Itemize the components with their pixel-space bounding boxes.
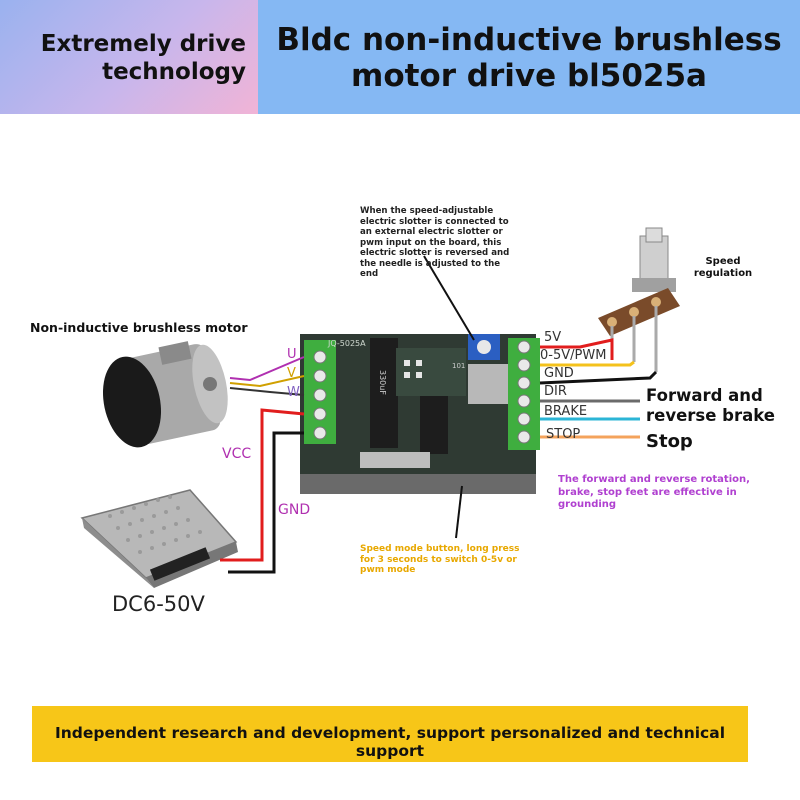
board-silkscreen: JQ-5025A xyxy=(327,339,366,348)
wires xyxy=(220,338,658,574)
motor-label: Non-inductive brushless motor xyxy=(30,320,248,335)
product-title: Bldc non-inductive brushless motor drive… xyxy=(276,22,782,94)
grounding-note: The forward and reverse rotation, brake,… xyxy=(558,474,750,510)
motor-icon xyxy=(102,341,228,448)
stop-label: Stop xyxy=(646,431,693,452)
forward-reverse-label: Forward and reverse brake xyxy=(646,386,775,425)
potentiometer-icon xyxy=(598,227,680,372)
terminal-brake-label: BRAKE xyxy=(544,404,588,419)
terminal-pwm-label: 0-5V/PWM xyxy=(540,348,607,363)
terminal-v-label: V xyxy=(287,366,296,381)
gnd-power-label: GND xyxy=(278,502,311,518)
power-supply-label: DC6-50V xyxy=(112,592,205,616)
pointer-lines xyxy=(423,255,475,539)
header-right-panel: Bldc non-inductive brushless motor drive… xyxy=(258,0,800,114)
terminal-w-label: W xyxy=(287,385,300,400)
driver-board xyxy=(300,334,540,494)
footer-text: Independent research and development, su… xyxy=(54,724,726,760)
footer-banner: Independent research and development, su… xyxy=(32,706,748,762)
potentiometer-note: When the speed-adjustable electric slott… xyxy=(360,206,510,279)
button-note: Speed mode button, long press for 3 seco… xyxy=(360,544,520,575)
terminal-gnd-label: GND xyxy=(544,366,574,381)
potentiometer-label: Speed regulation xyxy=(693,256,753,279)
header-left-panel: Extremely drive technology xyxy=(0,0,258,114)
terminal-u-label: U xyxy=(287,347,297,362)
vcc-label: VCC xyxy=(222,446,252,462)
terminal-stop-label: STOP xyxy=(546,427,581,442)
terminal-5v-label: 5V xyxy=(544,330,562,345)
terminal-dir-label: DIR xyxy=(544,384,567,399)
brand-title: Extremely drive technology xyxy=(40,31,246,85)
capacitor-label: 330uF xyxy=(378,370,387,395)
power-supply-icon xyxy=(80,489,238,588)
inductor-label: 101 xyxy=(452,362,465,370)
